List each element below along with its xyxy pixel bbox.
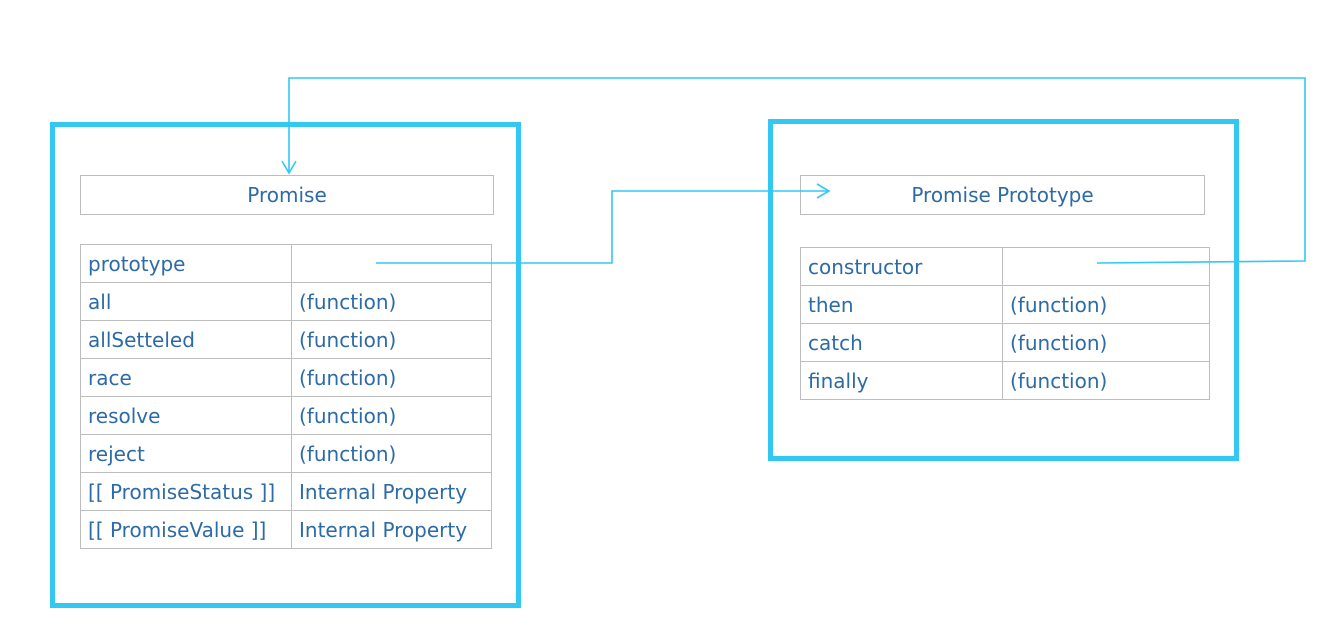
property-name: prototype [80, 244, 292, 283]
table-row: all (function) [80, 282, 492, 321]
property-value: (function) [1002, 285, 1210, 324]
promise-prototype-title: Promise Prototype [800, 175, 1205, 215]
property-name: resolve [80, 396, 292, 435]
property-name: [[ PromiseStatus ]] [80, 472, 292, 511]
prototype-properties-table: constructor then (function) catch (funct… [800, 247, 1210, 400]
property-value [1002, 247, 1210, 286]
property-value: (function) [291, 282, 492, 321]
promise-object-frame [50, 122, 521, 608]
property-value: (function) [291, 358, 492, 397]
property-name: allSetteled [80, 320, 292, 359]
table-row: race (function) [80, 358, 492, 397]
table-row: constructor [800, 247, 1210, 286]
property-name: race [80, 358, 292, 397]
property-value: (function) [291, 434, 492, 473]
table-row: catch (function) [800, 323, 1210, 362]
promise-properties-table: prototype all (function) allSetteled (fu… [80, 244, 492, 549]
property-name: [[ PromiseValue ]] [80, 510, 292, 549]
property-name: all [80, 282, 292, 321]
property-value: Internal Property [291, 472, 492, 511]
property-value: (function) [291, 396, 492, 435]
table-row: resolve (function) [80, 396, 492, 435]
table-row: then (function) [800, 285, 1210, 324]
table-row: allSetteled (function) [80, 320, 492, 359]
table-row: reject (function) [80, 434, 492, 473]
property-name: constructor [800, 247, 1003, 286]
table-row: finally (function) [800, 361, 1210, 400]
property-value [291, 244, 492, 283]
table-row: prototype [80, 244, 492, 283]
property-name: then [800, 285, 1003, 324]
property-value: Internal Property [291, 510, 492, 549]
property-value: (function) [1002, 361, 1210, 400]
property-value: (function) [1002, 323, 1210, 362]
property-value: (function) [291, 320, 492, 359]
property-name: catch [800, 323, 1003, 362]
promise-title: Promise [80, 175, 494, 215]
table-row: [[ PromiseValue ]] Internal Property [80, 510, 492, 549]
table-row: [[ PromiseStatus ]] Internal Property [80, 472, 492, 511]
property-name: finally [800, 361, 1003, 400]
property-name: reject [80, 434, 292, 473]
